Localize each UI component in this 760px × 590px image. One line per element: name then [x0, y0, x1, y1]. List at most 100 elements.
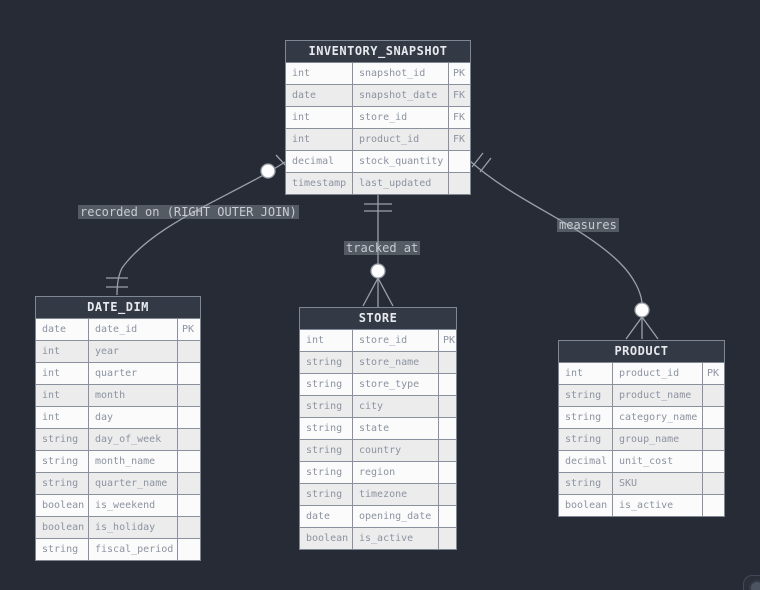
- attr-key: [703, 473, 724, 494]
- attr-name: product_id: [353, 129, 449, 150]
- attr-type: int: [286, 107, 353, 128]
- attr-name: category_name: [613, 407, 703, 428]
- entity-title: DATE_DIM: [36, 297, 200, 319]
- attr-name: month: [89, 385, 178, 406]
- attr-key: [178, 451, 200, 472]
- attr-key: [178, 495, 200, 516]
- attr-type: string: [300, 462, 353, 483]
- attr-name: store_name: [353, 352, 439, 373]
- attr-name: product_id: [613, 363, 703, 384]
- entity-title: PRODUCT: [559, 341, 724, 363]
- attr-key: FK: [453, 112, 466, 123]
- attr-key: PK: [443, 335, 456, 346]
- attr-type: int: [36, 341, 89, 362]
- attr-name: store_id: [353, 107, 449, 128]
- attr-key: [439, 352, 456, 373]
- attr-type: int: [286, 63, 353, 84]
- attr-key: [439, 506, 456, 527]
- attr-type: int: [36, 407, 89, 428]
- attr-name: is_holiday: [89, 517, 178, 538]
- attr-name: is_active: [613, 495, 703, 516]
- attr-key: [178, 429, 200, 450]
- attr-key: [178, 473, 200, 494]
- attr-name: date_id: [89, 319, 178, 340]
- attr-type: int: [36, 385, 89, 406]
- attr-type: date: [286, 85, 353, 106]
- attr-key: [439, 484, 456, 505]
- attr-type: string: [559, 407, 613, 428]
- attr-key: [178, 407, 200, 428]
- attr-type: string: [300, 352, 353, 373]
- relationship-line: [469, 160, 643, 304]
- exactly-one-marker: [364, 203, 392, 212]
- zoom-control-icon[interactable]: [749, 580, 760, 590]
- attr-type: string: [36, 429, 89, 450]
- attr-name: month_name: [89, 451, 178, 472]
- exactly-one-marker: [471, 152, 492, 173]
- relationship-line: [116, 161, 286, 296]
- zero-marker: [370, 263, 386, 279]
- attr-key: [703, 495, 724, 516]
- attr-name: SKU: [613, 473, 703, 494]
- attr-key: PK: [453, 68, 466, 79]
- attr-name: region: [353, 462, 439, 483]
- attr-type: date: [300, 506, 353, 527]
- attr-name: timezone: [353, 484, 439, 505]
- attr-type: string: [300, 440, 353, 461]
- zero-marker: [634, 302, 650, 318]
- attr-key: [449, 151, 470, 172]
- attr-name: quarter_name: [89, 473, 178, 494]
- attr-key: [439, 374, 456, 395]
- relationship-label-tracked-at: tracked at: [344, 241, 421, 255]
- attr-type: boolean: [36, 517, 89, 538]
- attr-name: year: [89, 341, 178, 362]
- attr-type: string: [300, 484, 353, 505]
- attr-type: int: [559, 363, 613, 384]
- attr-name: unit_cost: [613, 451, 703, 472]
- attr-type: timestamp: [286, 173, 353, 194]
- attr-type: string: [300, 374, 353, 395]
- attr-key: PK: [182, 324, 195, 335]
- attr-name: group_name: [613, 429, 703, 450]
- zoom-control-panel[interactable]: [743, 575, 760, 590]
- attr-name: snapshot_date: [353, 85, 449, 106]
- attr-key: [439, 462, 456, 483]
- attr-type: string: [36, 473, 89, 494]
- attr-name: country: [353, 440, 439, 461]
- attr-key: FK: [453, 90, 466, 101]
- attr-type: int: [36, 363, 89, 384]
- attr-key: [703, 407, 724, 428]
- attr-key: [178, 363, 200, 384]
- attr-name: quarter: [89, 363, 178, 384]
- attr-type: date: [36, 319, 89, 340]
- attr-name: day: [89, 407, 178, 428]
- crow-foot-marker: [625, 316, 659, 340]
